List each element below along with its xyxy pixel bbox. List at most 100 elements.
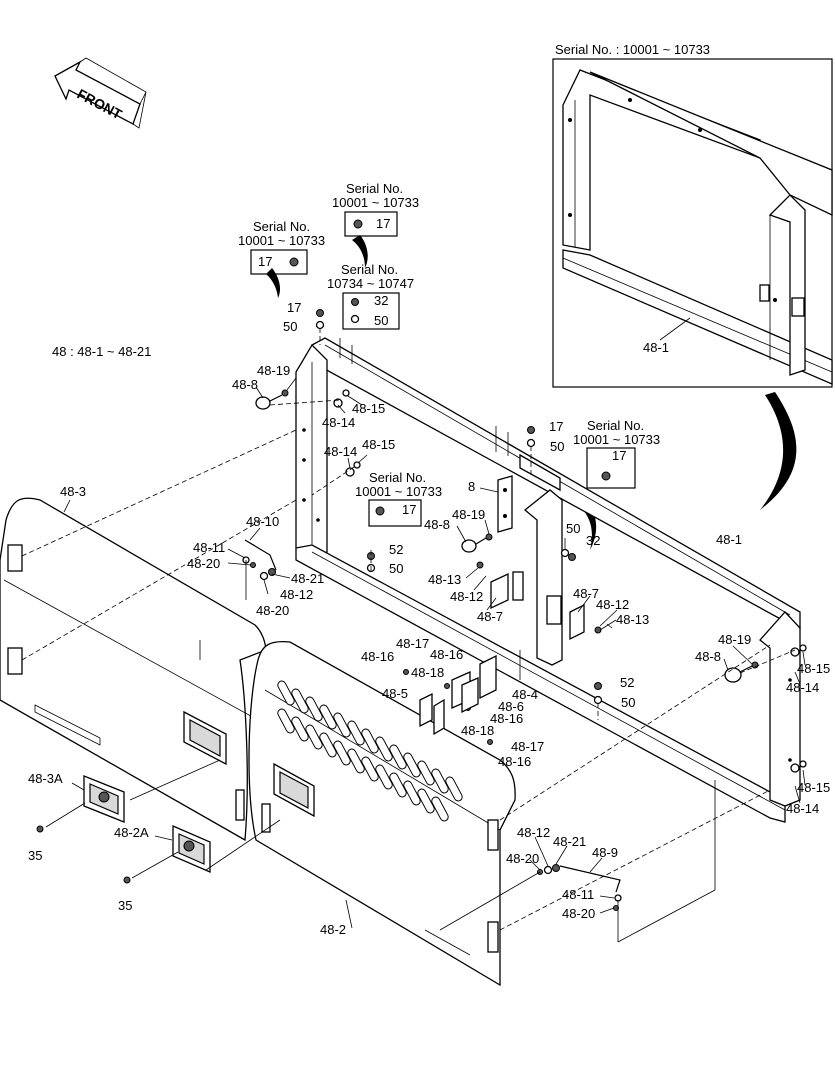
callout: 48-16 [498, 754, 531, 769]
callout: 17 [549, 419, 563, 434]
main-frame [295, 337, 801, 823]
door-panel-48-3 [0, 497, 267, 842]
serial-box-4: Serial No. 10001 ~ 10733 17 [573, 418, 660, 489]
callout: 48-15 [362, 437, 395, 452]
svg-text:32: 32 [374, 293, 388, 308]
callout: 48-10 [246, 514, 279, 529]
callout: 48-21 [291, 571, 324, 586]
callout: 50 [389, 561, 403, 576]
callout: 48-11 [193, 540, 225, 555]
svg-text:17: 17 [258, 254, 272, 269]
callout: 48-7 [477, 609, 503, 624]
front-arrow: FRONT [54, 57, 147, 129]
callout: 35 [118, 898, 132, 913]
callout: 50 [566, 521, 580, 536]
callout: 50 [621, 695, 635, 710]
callout: 48-14 [324, 444, 357, 459]
callout: 50 [550, 439, 564, 454]
callout: 48-16 [361, 649, 394, 664]
callout: 48-7 [573, 586, 599, 601]
callout: 48-8 [695, 649, 721, 664]
inset-pointer-arrow [760, 392, 797, 510]
callout: 48-15 [797, 780, 830, 795]
leader-lines [45, 377, 806, 929]
group-note: 48 : 48-1 ~ 48-21 [52, 344, 151, 359]
latch-brackets [419, 572, 585, 736]
svg-text:10001 ~ 10733: 10001 ~ 10733 [573, 432, 660, 447]
callout: 48-20 [562, 906, 595, 921]
callout: 48-16 [490, 711, 523, 726]
svg-text:Serial No.: Serial No. [346, 181, 403, 196]
callout: 52 [620, 675, 634, 690]
svg-text:17: 17 [402, 502, 416, 517]
callout: 48-13 [428, 572, 461, 587]
callout: 48-17 [396, 636, 429, 651]
callout: 50 [283, 319, 297, 334]
callout: 48-18 [461, 723, 494, 738]
callout: 48-2A [114, 825, 149, 840]
callout: 48-5 [382, 686, 408, 701]
callout: 48-6 [498, 699, 524, 714]
callout: 48-12 [517, 825, 550, 840]
svg-text:17: 17 [612, 448, 626, 463]
latch-rod-48-9 [543, 864, 622, 902]
callout: 48-12 [596, 597, 629, 612]
serial-box-1: Serial No. 10001 ~ 10733 17 [238, 219, 325, 275]
knob-48-8-left [255, 389, 289, 410]
callout: 48-9 [592, 845, 618, 860]
callout: 48-11 [562, 887, 594, 902]
assembly-dashes [21, 328, 796, 943]
callout: 48-3A [28, 771, 63, 786]
svg-text:Serial No.: Serial No. [341, 262, 398, 277]
serial-box-2: Serial No. 10001 ~ 10733 17 [332, 181, 419, 237]
door-panel-48-2 [248, 640, 516, 987]
callout: 48-21 [553, 834, 586, 849]
serial-box-3: Serial No. 10734 ~ 10747 32 50 [327, 262, 414, 330]
vent-slots [277, 680, 463, 822]
callout: 48-8 [232, 377, 258, 392]
svg-text:10734 ~ 10747: 10734 ~ 10747 [327, 276, 414, 291]
callout: 48-14 [786, 680, 819, 695]
svg-text:Serial No.: Serial No. [369, 470, 426, 485]
callout: 48-15 [352, 401, 385, 416]
callout: 48-15 [797, 661, 830, 676]
callout: 48-4 [512, 687, 538, 702]
callout: 48-19 [257, 363, 290, 378]
inset-title: Serial No. : 10001 ~ 10733 [555, 42, 710, 57]
callout: 48-18 [411, 665, 444, 680]
handle-48-2A [172, 825, 211, 873]
callout: 48-16 [430, 647, 463, 662]
svg-text:Serial No.: Serial No. [587, 418, 644, 433]
inset-part-label: 48-1 [643, 340, 669, 355]
latch-rod-48-10 [242, 539, 277, 581]
callout: 48-8 [424, 517, 450, 532]
callout: 48-2 [320, 922, 346, 937]
callout: 32 [586, 533, 600, 548]
callout: 48-19 [718, 632, 751, 647]
callout-labels: 17 50 48-19 48-8 48-15 48-14 48-14 48-15… [28, 300, 830, 937]
callout: 52 [389, 542, 403, 557]
callout: 48-20 [256, 603, 289, 618]
callout: 48-14 [786, 801, 819, 816]
callout: 35 [28, 848, 42, 863]
callout: 48-12 [450, 589, 483, 604]
handle-48-3A [83, 775, 125, 823]
svg-text:17: 17 [376, 216, 390, 231]
callout: 48-13 [616, 612, 649, 627]
callout: 48-1 [716, 532, 742, 547]
svg-text:10001 ~ 10733: 10001 ~ 10733 [355, 484, 442, 499]
callout: 48-19 [452, 507, 485, 522]
svg-text:50: 50 [374, 313, 388, 328]
callout: 17 [287, 300, 301, 315]
callout: 8 [468, 479, 475, 494]
callout: 48-20 [187, 556, 220, 571]
svg-text:10001 ~ 10733: 10001 ~ 10733 [332, 195, 419, 210]
callout: 48-17 [511, 739, 544, 754]
knob-48-8-mid [461, 533, 493, 553]
callout: 48-14 [322, 415, 355, 430]
svg-text:10001 ~ 10733: 10001 ~ 10733 [238, 233, 325, 248]
callout: 48-20 [506, 851, 539, 866]
callout: 48-3 [60, 484, 86, 499]
inset-panel: Serial No. : 10001 ~ 10733 48-1 [552, 42, 833, 388]
